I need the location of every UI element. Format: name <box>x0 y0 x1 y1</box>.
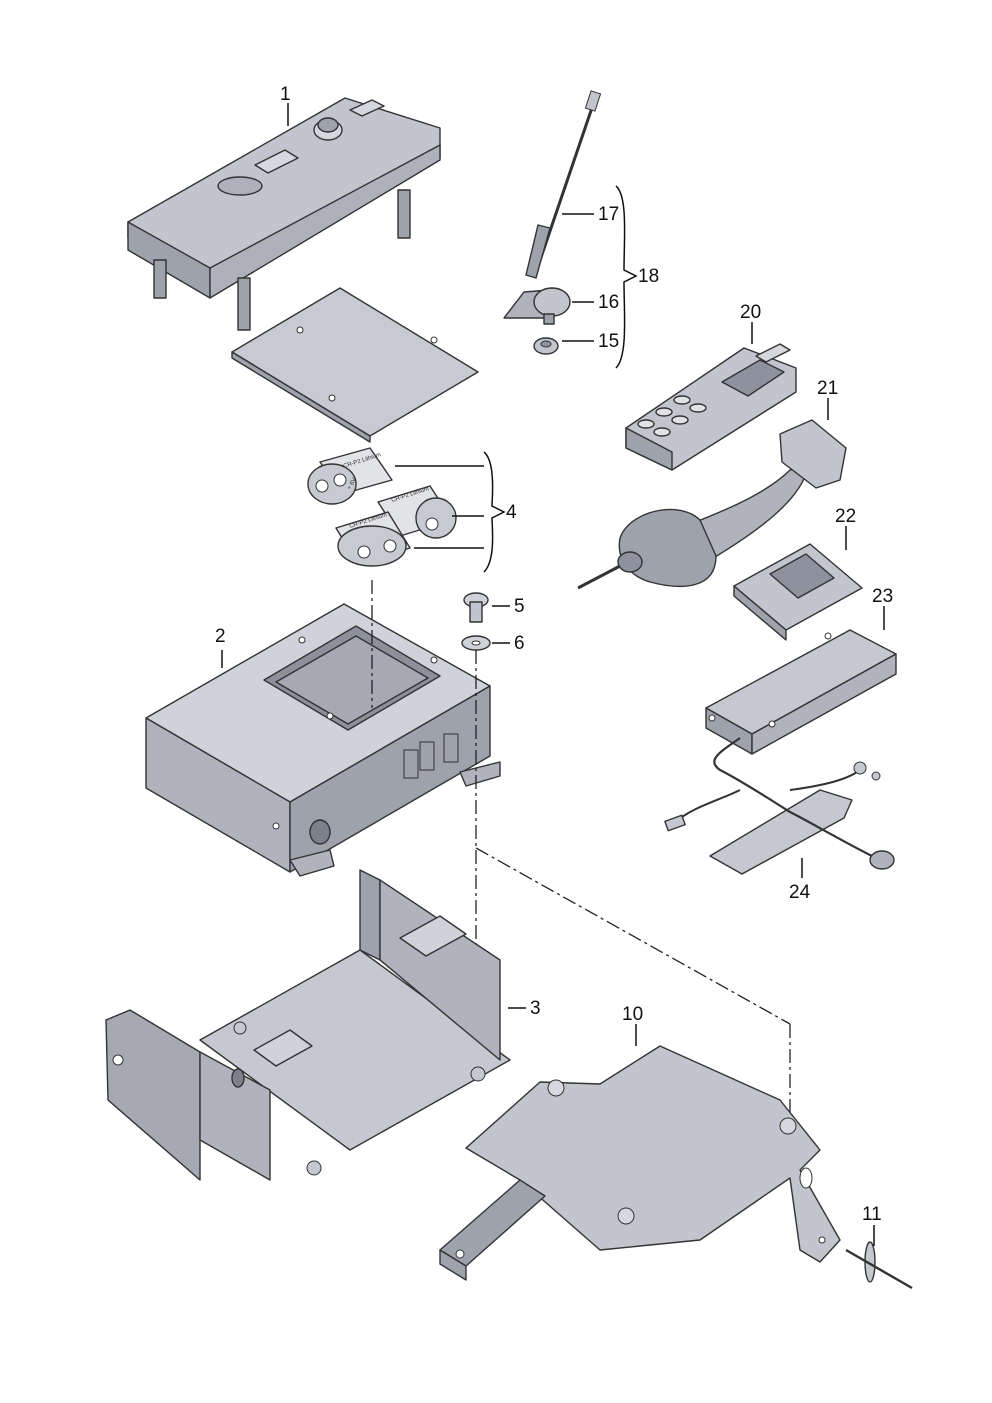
part-1-control-housing <box>127 97 441 331</box>
battery-label-6v: + 6V <box>347 477 358 491</box>
callout-2: 2 <box>215 626 226 647</box>
callout-16: 16 <box>598 292 619 313</box>
callout-21: 21 <box>817 378 838 399</box>
part-4-batteries: CR-P2 Lithium + 6V CR-P2 Lithium CR-P2 L… <box>307 447 457 567</box>
part-3-bracket-tray <box>105 869 511 1181</box>
callout-22: 22 <box>835 506 856 527</box>
part-5-screw <box>463 592 489 623</box>
part-10-lower-bracket <box>439 1045 841 1281</box>
part-16-antenna-base <box>503 287 571 325</box>
callout-4: 4 <box>506 502 517 523</box>
part-17-antenna-rod <box>525 90 602 279</box>
part-20-handset <box>625 343 797 471</box>
callout-1: 1 <box>280 84 291 105</box>
callout-18: 18 <box>638 266 659 287</box>
callout-23: 23 <box>872 586 893 607</box>
part-2-control-unit <box>145 603 501 877</box>
callout-11: 11 <box>862 1204 882 1225</box>
mounting-plate <box>231 287 479 443</box>
callout-3: 3 <box>530 998 541 1019</box>
callout-6: 6 <box>514 633 525 654</box>
part-22-holder <box>733 543 863 641</box>
part-23-module <box>705 629 897 755</box>
callout-17: 17 <box>598 204 619 225</box>
part-21-handset-cradle <box>577 419 847 590</box>
callout-24: 24 <box>789 882 811 903</box>
part-6-washer <box>461 635 491 651</box>
callout-20: 20 <box>740 302 761 323</box>
callout-15: 15 <box>598 331 619 352</box>
part-24-wiring-harness <box>664 737 895 875</box>
part-11-pin <box>845 1225 913 1290</box>
callout-10: 10 <box>622 1004 643 1025</box>
callout-5: 5 <box>514 596 525 617</box>
part-15-antenna-nut <box>533 337 559 355</box>
